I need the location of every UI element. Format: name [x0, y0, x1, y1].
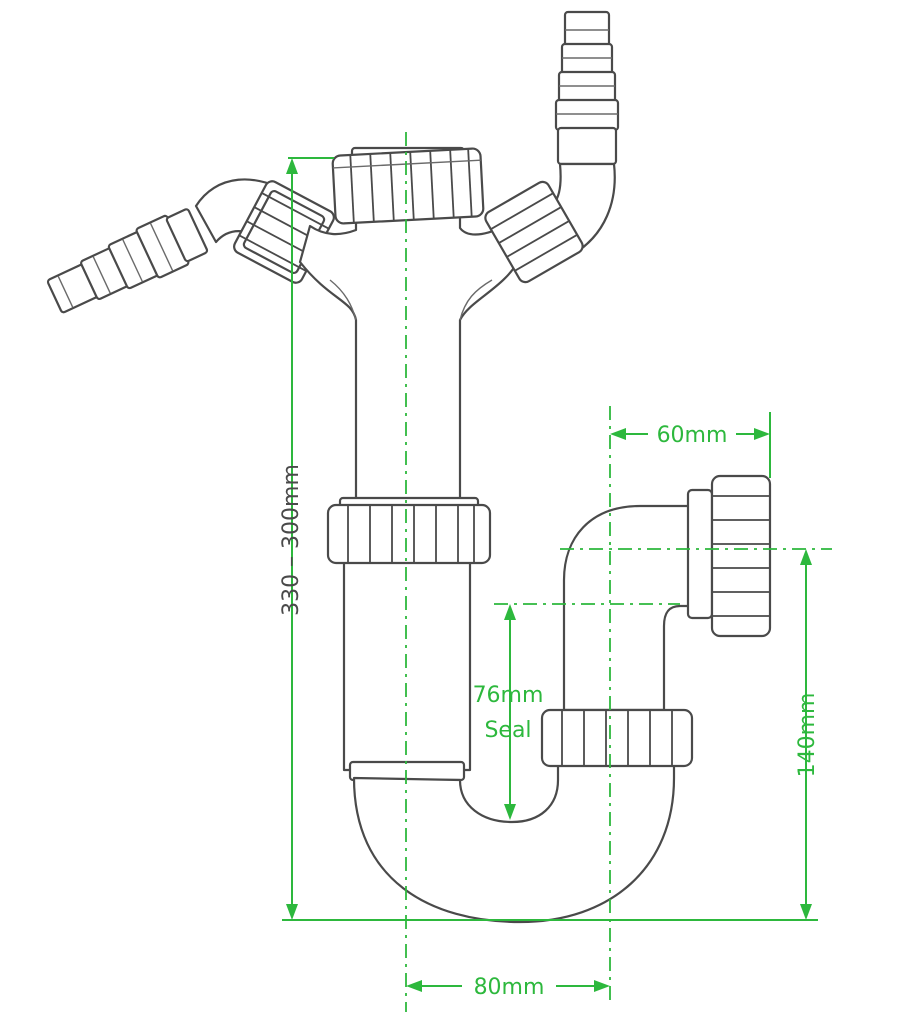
outlet-nut: [686, 474, 772, 638]
trap-body: [46, 10, 772, 924]
label-height-outlet: 140mm: [795, 693, 820, 778]
u-bend: [352, 758, 676, 924]
outlet-leg: [562, 504, 702, 712]
dimension-annotations: 60mm 80mm 76mm Seal 330 – 300mm 140mm: [279, 132, 832, 1012]
top-inlet-nut: [331, 147, 485, 225]
inlet-leg: [342, 556, 472, 772]
label-seal-word: Seal: [484, 718, 531, 743]
right-hose-spigot: [554, 10, 620, 166]
label-seal-value: 76mm: [473, 683, 544, 708]
label-width-top: 60mm: [657, 423, 728, 448]
manifold-body: [298, 210, 522, 507]
bend-nut: [540, 708, 694, 768]
label-width-bottom: 80mm: [474, 975, 545, 1000]
label-height-overall: 330 – 300mm: [279, 464, 304, 616]
middle-nut: [326, 503, 492, 565]
right-inlet-nut: [484, 180, 584, 284]
left-hose-spigot: [46, 208, 209, 314]
